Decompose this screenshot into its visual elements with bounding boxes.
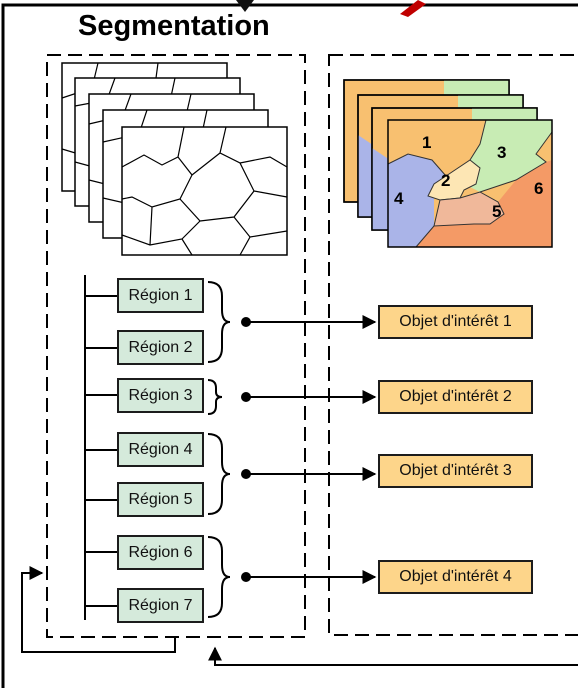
segmentation-map-stack: 1 2 3 4 5 6 bbox=[343, 79, 553, 248]
object-box-1: Objet d'intérêt 1 bbox=[378, 305, 533, 339]
region-box-1: Région 1 bbox=[117, 278, 204, 313]
map-label-4: 4 bbox=[394, 189, 404, 208]
map-label-1: 1 bbox=[422, 133, 431, 152]
right-panel bbox=[328, 54, 578, 636]
region-box-2: Région 2 bbox=[117, 330, 204, 365]
region-tree bbox=[84, 275, 117, 620]
map-label-6: 6 bbox=[534, 179, 543, 198]
map-label-2: 2 bbox=[441, 171, 450, 190]
region-box-5: Région 5 bbox=[117, 482, 204, 517]
object-box-3: Objet d'intérêt 3 bbox=[378, 454, 533, 488]
feedback-arrows bbox=[21, 566, 578, 666]
diagram-title: Segmentation bbox=[78, 10, 270, 42]
region-box-4: Région 4 bbox=[117, 432, 204, 467]
image-stack bbox=[61, 62, 288, 256]
map-label-3: 3 bbox=[497, 143, 506, 162]
region-box-3: Région 3 bbox=[117, 378, 204, 413]
region-box-7: Région 7 bbox=[117, 588, 204, 623]
top-arrow-dark-icon bbox=[236, 0, 254, 12]
object-box-2: Objet d'intérêt 2 bbox=[378, 380, 533, 414]
region-box-6: Région 6 bbox=[117, 535, 204, 570]
outer-frame bbox=[1, 3, 578, 688]
top-arrow-red-icon bbox=[400, 0, 426, 17]
map-label-5: 5 bbox=[492, 202, 501, 221]
connector-arrows bbox=[241, 315, 377, 584]
object-box-4: Objet d'intérêt 4 bbox=[378, 560, 533, 594]
grouping-braces bbox=[207, 281, 231, 618]
